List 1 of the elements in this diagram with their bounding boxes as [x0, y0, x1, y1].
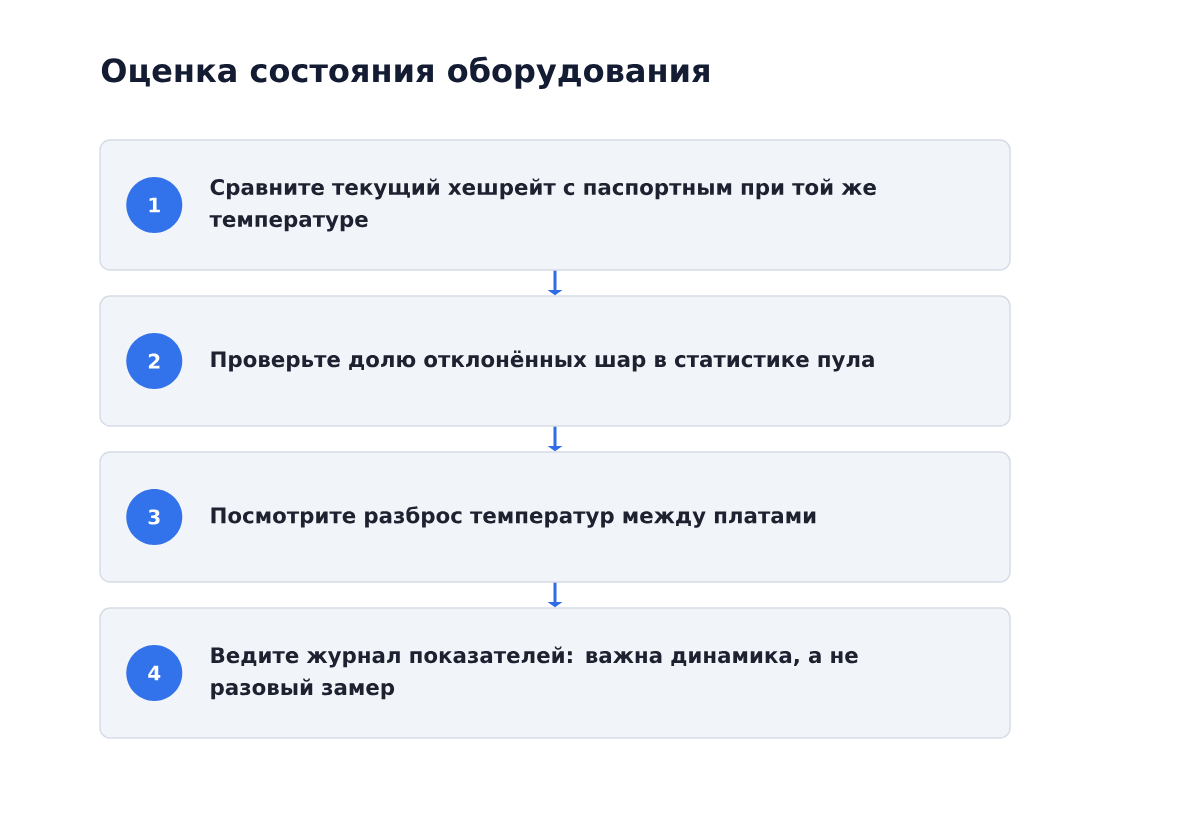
title: Оценка состояния оборудования	[101, 56, 709, 89]
